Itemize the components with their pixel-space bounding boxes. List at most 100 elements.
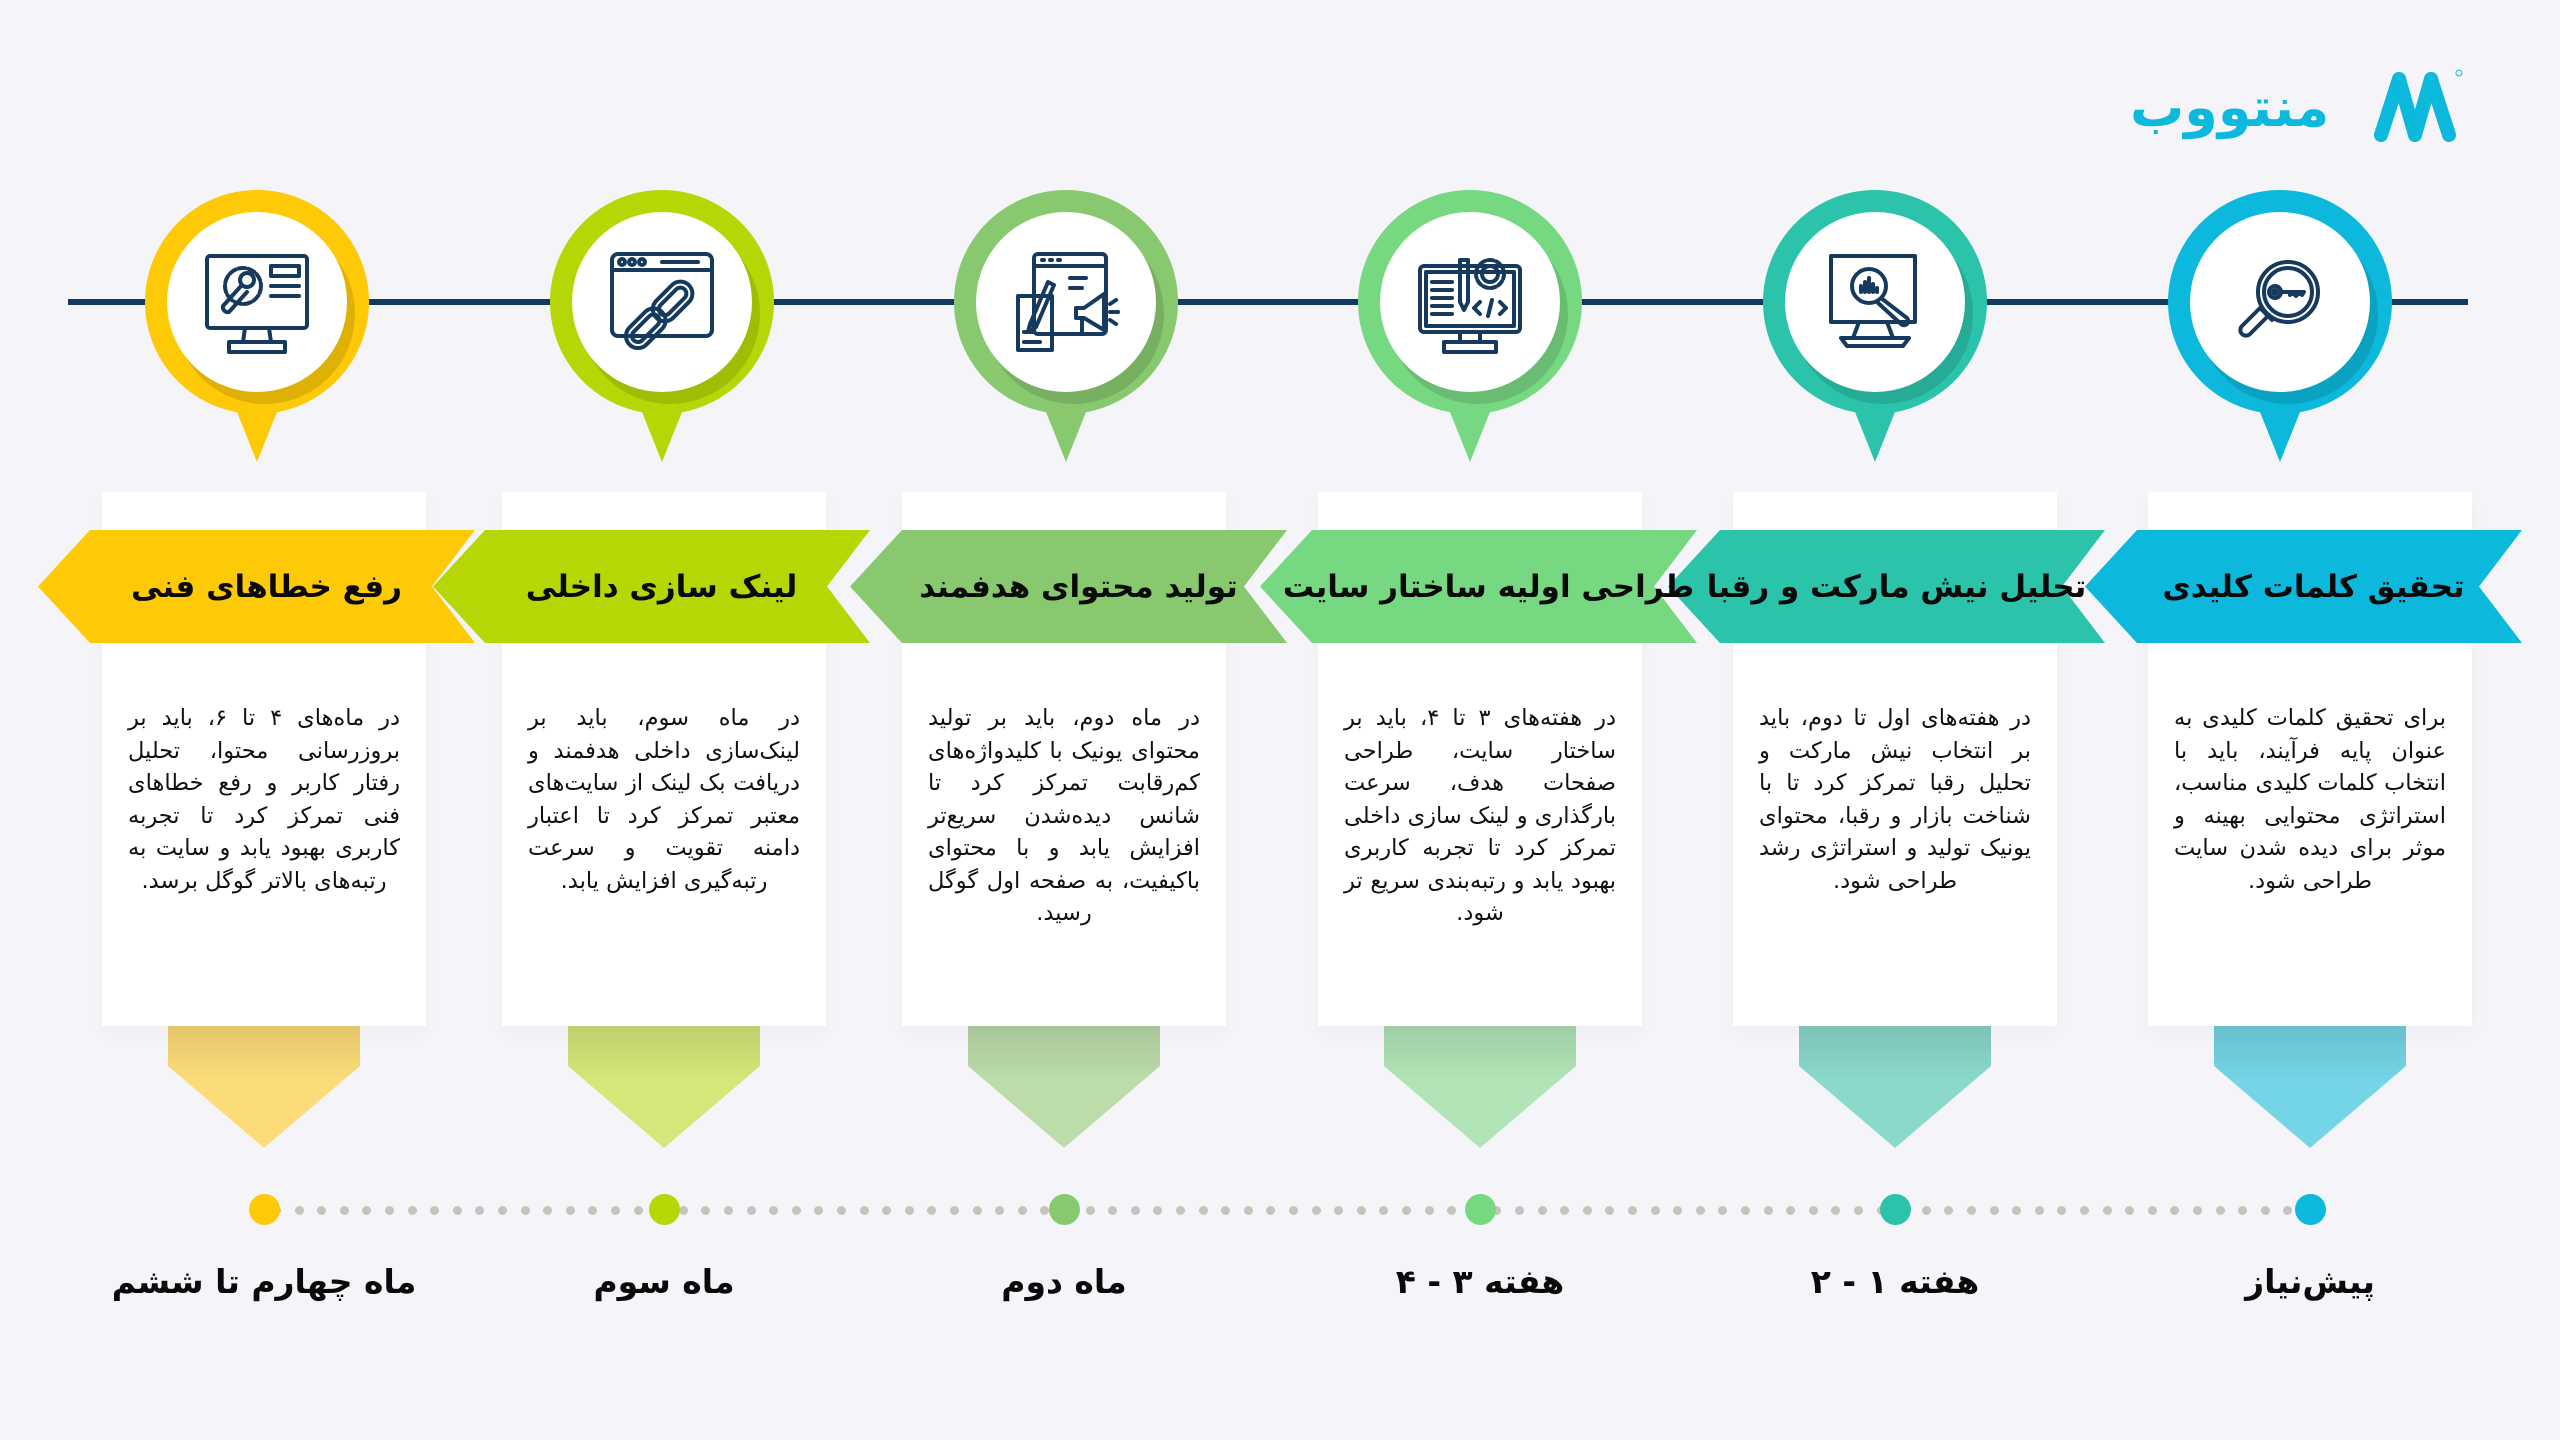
monitor-wrench-icon — [197, 242, 317, 362]
timeline-dot — [1537, 1206, 1547, 1215]
timeline-dot — [2080, 1206, 2089, 1215]
step-period-label: هفته ۳ - ۴ — [1395, 1262, 1565, 1301]
timeline-dot — [1243, 1206, 1253, 1215]
timeline-dot — [995, 1206, 1005, 1215]
timeline-dot — [882, 1206, 892, 1215]
timeline-dot — [1289, 1206, 1298, 1215]
step-arrow — [1384, 1026, 1576, 1148]
brand-logo: منتووب — [2130, 62, 2480, 152]
step-title-banner: طراحی اولیه ساختار سایت — [1260, 530, 1697, 643]
step-title-banner: لینک سازی داخلی — [433, 530, 870, 643]
timeline-dot — [972, 1206, 982, 1215]
step-pin — [550, 190, 774, 462]
timeline-dot — [1198, 1206, 1208, 1215]
step-title: تولید محتوای هدفمند — [919, 568, 1238, 605]
timeline-dot — [837, 1206, 846, 1215]
timeline-dot — [520, 1206, 530, 1215]
timeline-dot — [1176, 1206, 1185, 1215]
timeline-dot — [769, 1206, 779, 1215]
step-arrow — [168, 1026, 360, 1148]
step-title: تحلیل نیش مارکت و رقبا — [1706, 568, 2087, 605]
timeline-dot — [2260, 1206, 2270, 1215]
timeline-dot — [452, 1206, 462, 1215]
content-marketing-icon — [1006, 242, 1126, 362]
timeline-dot — [2215, 1206, 2225, 1215]
step-milestone-dot — [649, 1194, 680, 1225]
step-description: در ماه دوم، باید بر تولید محتوای یونیک ب… — [928, 705, 1200, 926]
timeline-dot — [1582, 1206, 1592, 1215]
timeline-dot — [633, 1206, 643, 1215]
timeline-dot — [430, 1206, 440, 1215]
timeline-dot — [1695, 1206, 1705, 1215]
timeline-dot — [1108, 1206, 1118, 1215]
step-description: در هفته‌های ۳ تا ۴، باید بر ساختار سایت،… — [1344, 705, 1617, 926]
step-period-label: پیش‌نیاز — [2245, 1262, 2375, 1301]
timeline-dot — [1560, 1206, 1570, 1215]
timeline-dot — [565, 1206, 575, 1215]
step-pin — [2168, 190, 2392, 462]
timeline-dot — [1334, 1206, 1344, 1215]
timeline-dot — [1650, 1206, 1660, 1215]
timeline-dot — [498, 1206, 507, 1215]
step-pin — [954, 190, 1178, 462]
step-title-banner: تحقیق کلمات کلیدی — [2085, 530, 2522, 643]
step-title-banner: رفع خطاهای فنی — [38, 530, 475, 643]
step-period-label: ماه سوم — [593, 1262, 735, 1301]
step-milestone-dot — [2295, 1194, 2326, 1225]
step-arrow — [568, 1026, 760, 1148]
step-pin — [145, 190, 369, 462]
timeline-dot — [1017, 1206, 1027, 1215]
step-title: طراحی اولیه ساختار سایت — [1282, 568, 1695, 605]
timeline-dot — [1763, 1206, 1773, 1215]
step-milestone-dot — [1465, 1194, 1496, 1225]
timeline-dot — [1718, 1206, 1728, 1215]
step-period-label: ماه دوم — [1001, 1262, 1127, 1301]
timeline-dot — [1741, 1206, 1750, 1215]
step-milestone-dot — [1049, 1194, 1080, 1225]
timeline-dot — [362, 1206, 372, 1215]
timeline-dot — [588, 1206, 598, 1215]
timeline-dot — [475, 1206, 485, 1215]
step-title-banner: تحلیل نیش مارکت و رقبا — [1668, 530, 2105, 643]
timeline-dot — [1311, 1206, 1321, 1215]
monitor-code-icon — [1410, 242, 1530, 362]
timeline-dot — [2102, 1206, 2112, 1215]
timeline-dot — [1153, 1206, 1163, 1215]
browser-link-icon — [602, 242, 722, 362]
step-pin — [1358, 190, 1582, 462]
timeline-dot — [1085, 1206, 1095, 1215]
timeline-dot — [294, 1206, 304, 1215]
timeline-dot — [385, 1206, 394, 1215]
magnifier-key-icon — [2220, 242, 2340, 362]
timeline-dot — [1989, 1206, 1999, 1215]
timeline-dot — [611, 1206, 620, 1215]
timeline-dot — [859, 1206, 869, 1215]
timeline-dot — [950, 1206, 959, 1215]
timeline-dot — [1673, 1206, 1683, 1215]
step-title: رفع خطاهای فنی — [131, 568, 402, 605]
timeline-dot — [1967, 1206, 1976, 1215]
timeline-dot — [1424, 1206, 1434, 1215]
step-milestone-dot — [249, 1194, 280, 1225]
timeline-dot — [2193, 1206, 2202, 1215]
timeline-dot — [1786, 1206, 1796, 1215]
timeline-dot — [1944, 1206, 1954, 1215]
step-arrow — [968, 1026, 1160, 1148]
timeline-dot — [339, 1206, 349, 1215]
timeline-dot — [1266, 1206, 1276, 1215]
timeline-dot — [1921, 1206, 1931, 1215]
timeline-dot — [543, 1206, 553, 1215]
brand-m-mark-icon — [2374, 69, 2463, 142]
timeline-line — [68, 299, 2468, 305]
timeline-dot — [1221, 1206, 1231, 1215]
timeline-dot — [2238, 1206, 2248, 1215]
step-period-label: ماه چهارم تا ششم — [111, 1262, 417, 1301]
timeline-dot — [1040, 1206, 1050, 1215]
brand-name: منتووب — [2130, 75, 2330, 139]
step-pin — [1763, 190, 1987, 462]
timeline-dot — [814, 1206, 824, 1215]
timeline-dot — [904, 1206, 914, 1215]
step-arrow — [2214, 1026, 2406, 1148]
step-description: برای تحقیق کلمات کلیدی به عنوان پایه فرآ… — [2174, 705, 2446, 894]
timeline-dot — [1831, 1206, 1841, 1215]
